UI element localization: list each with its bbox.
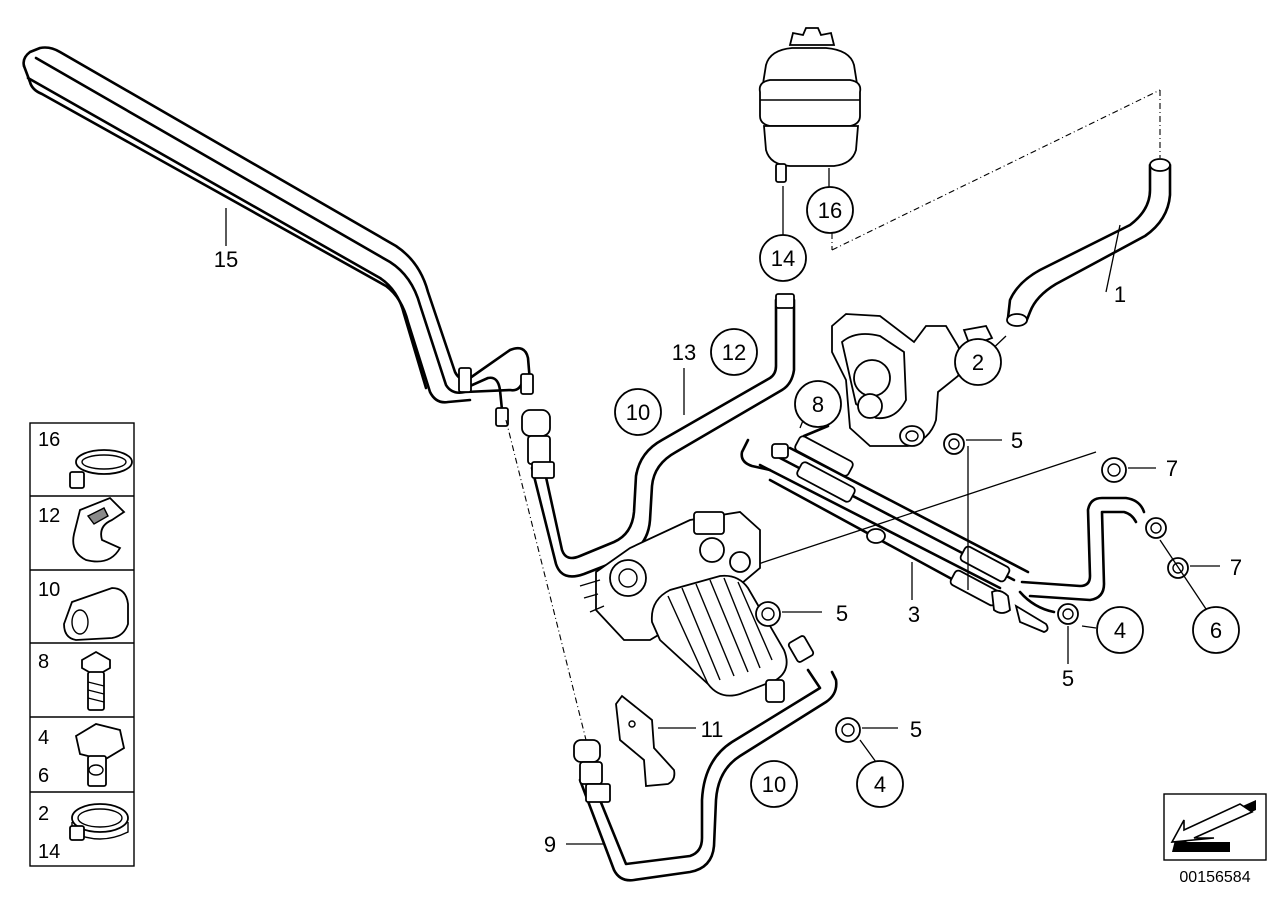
callout-16: 16 bbox=[806, 186, 854, 234]
callout-6: 6 bbox=[1192, 606, 1240, 654]
callout-8: 8 bbox=[794, 380, 842, 428]
callout-2: 2 bbox=[954, 338, 1002, 386]
steering-gear bbox=[579, 511, 788, 703]
catalog-number: 00156584 bbox=[1179, 869, 1250, 886]
svg-text:10: 10 bbox=[762, 772, 786, 797]
pump-2 bbox=[831, 313, 1007, 590]
svg-text:4: 4 bbox=[1114, 618, 1126, 643]
parts-legend: 16 12 10 8 4 6 bbox=[29, 422, 135, 867]
callout-4-right: 4 bbox=[1096, 606, 1144, 654]
hose-clamp-icon bbox=[69, 803, 129, 841]
svg-text:10: 10 bbox=[626, 400, 650, 425]
callout-7-upper: 7 bbox=[1166, 456, 1178, 481]
holder-clip-icon bbox=[72, 496, 126, 563]
legend-label-16: 16 bbox=[38, 429, 60, 451]
return-hose-1 bbox=[831, 89, 1172, 327]
callout-15: 15 bbox=[214, 247, 238, 272]
callout-4-lower: 4 bbox=[856, 760, 904, 808]
callout-5-right: 5 bbox=[1062, 666, 1074, 691]
orientation-arrow-box: 00156584 bbox=[1163, 793, 1267, 886]
svg-text:8: 8 bbox=[812, 392, 824, 417]
callout-10-lower: 10 bbox=[750, 760, 798, 808]
legend-label-10: 10 bbox=[38, 579, 60, 601]
legend-label-2: 2 bbox=[38, 803, 49, 825]
pressure-line-9 bbox=[505, 419, 838, 882]
reservoir-16 bbox=[758, 27, 862, 260]
callout-5-pump: 5 bbox=[1011, 428, 1023, 453]
callout-3: 3 bbox=[908, 602, 920, 627]
callout-5-gear: 5 bbox=[836, 601, 848, 626]
callout-1: 1 bbox=[1114, 282, 1126, 307]
svg-text:16: 16 bbox=[818, 198, 842, 223]
legend-label-8: 8 bbox=[38, 651, 49, 673]
grommet-icon bbox=[63, 587, 129, 641]
callout-14: 14 bbox=[759, 234, 807, 282]
cooler-pipe-3 bbox=[727, 418, 1146, 633]
legend-label-14: 14 bbox=[38, 841, 60, 863]
callout-9: 9 bbox=[544, 832, 556, 857]
direction-arrow-icon bbox=[1170, 800, 1256, 852]
banjo-bolt-icon bbox=[74, 723, 126, 787]
svg-text:12: 12 bbox=[722, 340, 746, 365]
callout-10-upper: 10 bbox=[614, 388, 662, 436]
bolt-icon bbox=[81, 650, 111, 711]
callout-13: 13 bbox=[672, 340, 696, 365]
svg-text:14: 14 bbox=[771, 246, 795, 271]
bracket-11 bbox=[615, 694, 696, 787]
callout-11: 11 bbox=[701, 717, 724, 742]
supply-hose-13 bbox=[521, 293, 796, 578]
seal-rings bbox=[755, 417, 1220, 763]
legend-label-12: 12 bbox=[38, 505, 60, 527]
svg-text:4: 4 bbox=[874, 772, 886, 797]
legend-label-6: 6 bbox=[38, 765, 49, 787]
svg-text:2: 2 bbox=[972, 350, 984, 375]
callout-12: 12 bbox=[710, 328, 758, 376]
legend-label-4: 4 bbox=[38, 727, 49, 749]
callout-5-lower: 5 bbox=[910, 717, 922, 742]
callout-7-lower: 7 bbox=[1230, 555, 1242, 580]
svg-text:6: 6 bbox=[1210, 618, 1222, 643]
hose-clamp-icon bbox=[69, 449, 133, 489]
cooler-loop-15 bbox=[22, 46, 534, 427]
